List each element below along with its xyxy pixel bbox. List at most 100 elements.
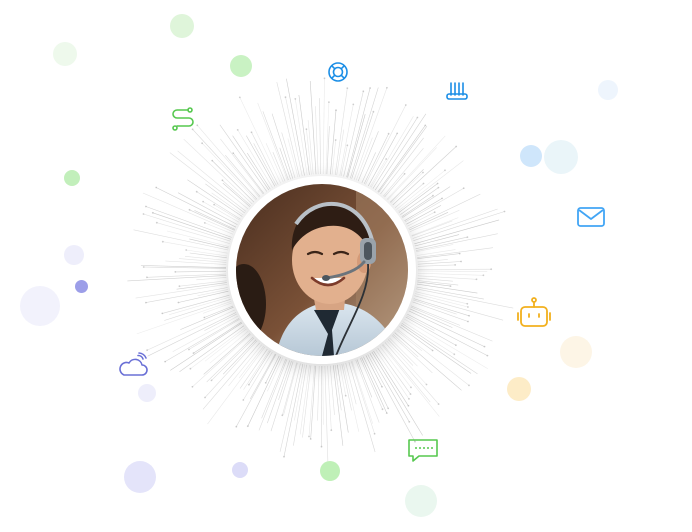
- burst-ray: [146, 273, 227, 278]
- burst-ray: [189, 252, 227, 259]
- mail-icon: [577, 207, 605, 227]
- burst-dot: [188, 348, 190, 351]
- bubble: [232, 462, 248, 478]
- burst-ray: [261, 358, 287, 419]
- burst-ray: [410, 306, 493, 342]
- burst-ray: [377, 125, 426, 193]
- burst-ray: [278, 360, 292, 400]
- burst-ray: [246, 135, 276, 187]
- burst-ray: [283, 362, 298, 416]
- burst-ray: [237, 129, 273, 188]
- burst-dot: [246, 425, 249, 428]
- burst-ray: [416, 249, 456, 256]
- burst-ray: [363, 356, 389, 409]
- burst-ray: [416, 244, 454, 252]
- burst-ray: [345, 362, 357, 405]
- burst-dot: [189, 367, 192, 370]
- burst-ray: [169, 152, 247, 212]
- burst-ray: [373, 350, 409, 406]
- burst-dot: [155, 186, 158, 189]
- burst-dot: [155, 221, 158, 224]
- burst-dot: [396, 132, 399, 135]
- burst-ray: [400, 324, 472, 374]
- avatar-frame: [228, 176, 416, 364]
- burst-dot: [437, 186, 440, 189]
- burst-ray: [295, 98, 308, 176]
- burst-dot: [283, 455, 285, 458]
- burst-ray: [392, 146, 457, 206]
- burst-ray: [162, 294, 230, 314]
- burst-ray: [192, 334, 251, 388]
- burst-dot: [264, 382, 267, 384]
- burst-dot: [204, 396, 206, 399]
- burst-ray: [253, 143, 277, 186]
- burst-ray: [262, 111, 289, 181]
- burst-ray: [384, 342, 439, 405]
- burst-ray: [413, 299, 457, 315]
- burst-ray: [239, 97, 281, 184]
- burst-ray: [380, 137, 424, 195]
- burst-ray: [383, 148, 424, 197]
- burst-dot: [323, 77, 326, 80]
- burst-dot: [236, 129, 239, 131]
- burst-ray: [145, 206, 232, 238]
- burst-dot: [467, 306, 469, 308]
- burst-dot: [146, 349, 149, 352]
- burst-ray: [369, 353, 410, 423]
- burst-ray: [232, 152, 265, 194]
- burst-ray: [355, 359, 380, 423]
- burst-ray: [156, 222, 230, 244]
- burst-dot: [142, 266, 145, 268]
- burst-ray: [414, 219, 500, 245]
- burst-ray: [183, 138, 253, 205]
- burst-ray: [206, 336, 254, 383]
- burst-dot: [250, 131, 253, 134]
- burst-dot: [195, 190, 198, 193]
- bubble: [405, 485, 437, 517]
- burst-ray: [265, 355, 280, 384]
- burst-ray: [298, 94, 310, 175]
- burst-ray: [196, 191, 241, 220]
- burst-ray: [361, 152, 376, 183]
- burst-ray: [396, 170, 446, 210]
- burst-dot: [466, 236, 469, 239]
- burst-dot: [174, 271, 177, 273]
- burst-ray: [189, 209, 235, 231]
- burst-ray: [177, 192, 238, 225]
- bubble: [75, 280, 88, 293]
- burst-ray: [414, 234, 460, 247]
- burst-dot: [203, 316, 206, 319]
- burst-ray: [416, 286, 484, 300]
- burst-dot: [308, 435, 310, 438]
- burst-ray: [222, 180, 251, 206]
- burst-ray: [192, 129, 258, 200]
- burst-ray: [228, 344, 262, 387]
- burst-ray: [348, 362, 376, 453]
- burst-ray: [287, 138, 299, 178]
- burst-ray: [258, 359, 288, 431]
- burst-ray: [196, 277, 227, 281]
- burst-dot: [424, 124, 427, 127]
- burst-ray: [414, 293, 468, 308]
- burst-dot: [344, 394, 347, 397]
- burst-dot: [486, 354, 489, 357]
- burst-ray: [322, 365, 324, 425]
- burst-ray: [387, 147, 437, 201]
- burst-ray: [172, 315, 238, 352]
- burst-ray: [389, 337, 418, 367]
- burst-ray: [378, 126, 428, 193]
- burst-dot: [462, 187, 465, 190]
- burst-dot: [151, 211, 154, 214]
- burst-ray: [416, 283, 478, 294]
- burst-dot: [146, 276, 148, 279]
- burst-ray: [329, 365, 335, 416]
- burst-dot: [213, 203, 216, 206]
- burst-ray: [355, 137, 373, 181]
- burst-ray: [408, 310, 485, 347]
- burst-ray: [413, 298, 470, 317]
- burst-dot: [192, 352, 195, 354]
- burst-dot: [387, 407, 390, 410]
- burst-dot: [242, 399, 245, 401]
- burst-ray: [267, 357, 283, 392]
- chat-icon: [408, 439, 438, 462]
